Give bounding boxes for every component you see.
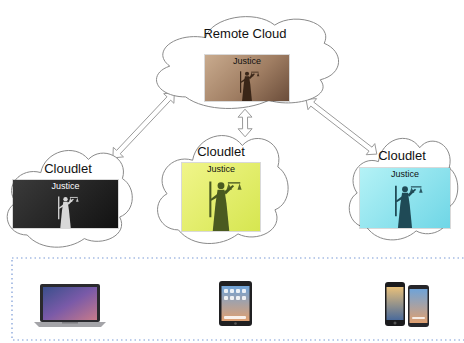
cloud-shape: CloudletJustice: [150, 116, 292, 250]
cloud-label: Cloudlet: [343, 148, 461, 163]
laptop-icon: [34, 284, 106, 327]
cloud-shape: Remote CloudJustice: [146, 0, 344, 114]
statue-illustration: [182, 176, 260, 231]
image-caption: Justice: [13, 181, 118, 191]
image-tile: Justice: [205, 55, 289, 101]
double-arrow: [306, 99, 377, 155]
cloud-shape: CloudletJustice: [0, 133, 136, 253]
image-tile: Justice: [182, 163, 260, 231]
cloud-label: Cloudlet: [150, 144, 292, 159]
image-caption: Justice: [205, 56, 289, 66]
statue-illustration: [13, 193, 118, 228]
image-tile: Justice: [13, 180, 118, 228]
phone-icon: [385, 282, 405, 326]
cloud-shape: CloudletJustice: [343, 120, 461, 246]
phone-icon: [408, 285, 429, 327]
cloud-label: Cloudlet: [0, 161, 136, 176]
device-frame: [12, 258, 464, 340]
image-caption: Justice: [360, 169, 450, 179]
double-arrow: [113, 93, 174, 158]
tablet-icon: [219, 281, 252, 326]
cloud-label: Remote Cloud: [146, 26, 344, 41]
image-tile: Justice: [360, 168, 450, 228]
image-caption: Justice: [182, 164, 260, 174]
statue-illustration: [205, 68, 289, 101]
statue-illustration: [360, 181, 450, 228]
double-arrow: [238, 109, 252, 137]
